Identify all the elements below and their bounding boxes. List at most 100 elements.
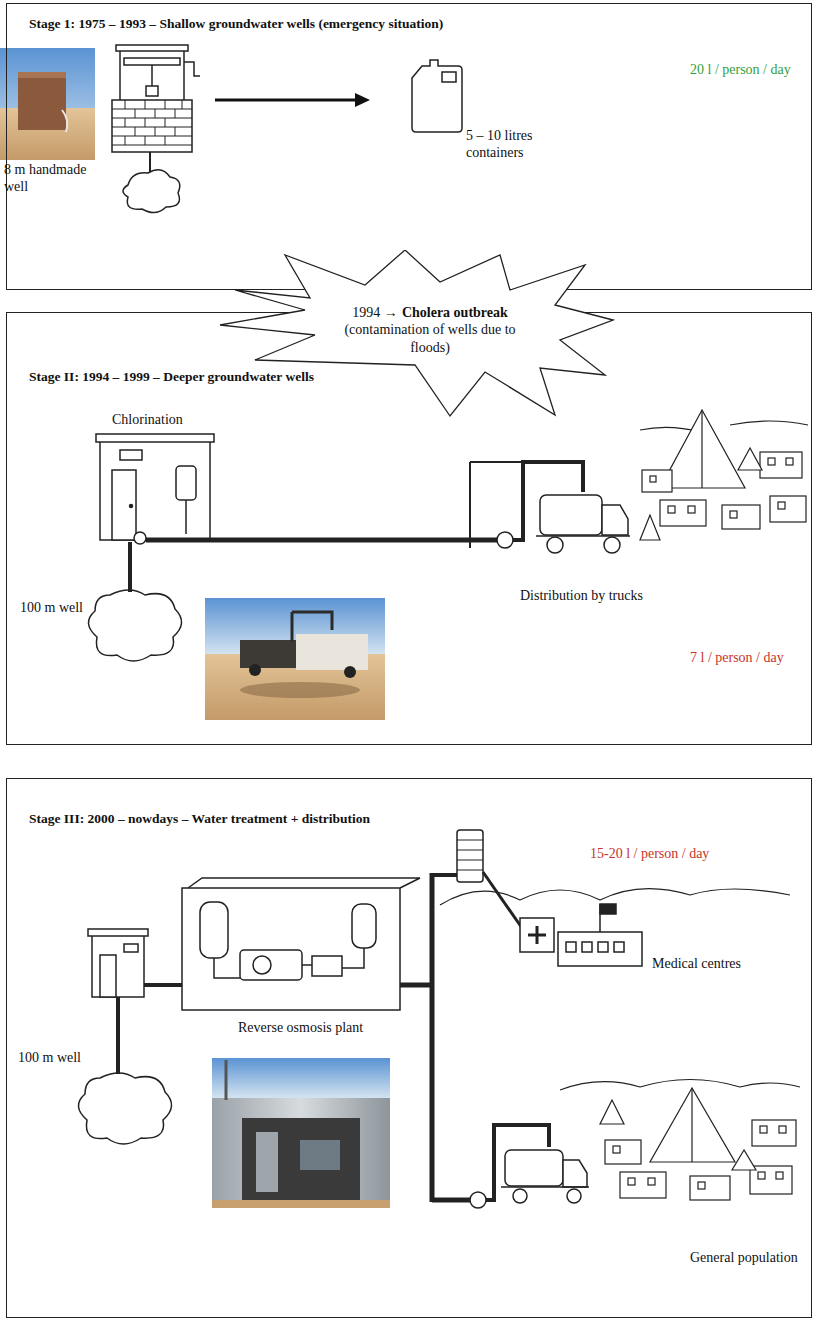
camp-village xyxy=(786,458,793,465)
reverse-osmosis-plant xyxy=(200,902,228,958)
camp-village xyxy=(668,506,675,513)
camp-village xyxy=(760,1126,767,1133)
well-drawing xyxy=(184,62,200,76)
reverse-osmosis-plant xyxy=(312,956,342,976)
camp-village xyxy=(640,421,808,432)
deep-well xyxy=(78,1073,171,1144)
water-rate: 7 l / person / day xyxy=(690,650,784,667)
hills xyxy=(440,889,790,905)
chlorination-building xyxy=(112,470,136,540)
distribution-pipe xyxy=(457,830,483,882)
deep-well xyxy=(78,985,182,1144)
camp-village xyxy=(642,470,672,492)
camp-village xyxy=(660,410,745,488)
camp-village xyxy=(778,502,785,509)
water-truck xyxy=(536,495,630,553)
stage-title: Stage 1: 1975 – 1993 – Shallow groundwat… xyxy=(29,16,789,32)
well-drawing xyxy=(149,152,151,172)
distribution-pipe xyxy=(400,983,432,988)
medical-centre xyxy=(582,942,592,952)
event-name: Cholera outbreak xyxy=(402,305,508,320)
text-label: 8 m handmade well xyxy=(4,162,104,196)
water-truck xyxy=(501,1186,589,1188)
water-rate: 15-20 l / person / day xyxy=(590,846,709,863)
reverse-osmosis-plant xyxy=(182,878,420,1010)
hills xyxy=(440,889,800,1090)
camp-village xyxy=(690,1176,730,1200)
camp-village xyxy=(730,511,737,518)
well-house xyxy=(124,944,138,952)
plant-photo xyxy=(242,1118,360,1204)
camp-village xyxy=(688,506,695,513)
camp-village xyxy=(698,1182,705,1189)
medical-centre xyxy=(558,932,642,966)
chlorination-building xyxy=(120,450,142,460)
camp-village xyxy=(600,1088,796,1200)
pipe xyxy=(497,532,513,548)
well-house xyxy=(88,929,148,936)
starburst-text: 1994 →Cholera outbreak(contamination of … xyxy=(332,304,528,357)
well-drawing xyxy=(125,100,182,145)
truck-photo xyxy=(240,682,360,698)
medical-centre xyxy=(520,918,554,952)
chlorination-building xyxy=(185,500,187,534)
starburst-headline: 1994 →Cholera outbreak xyxy=(332,304,528,322)
well-drawing xyxy=(116,45,188,51)
pipe xyxy=(146,462,583,548)
well-drawing xyxy=(112,109,192,145)
text-label: General population xyxy=(690,1250,798,1267)
desert-photo xyxy=(18,72,66,78)
distribution-pipe xyxy=(432,1198,470,1203)
text-label: 100 m well xyxy=(20,600,83,617)
camp-village xyxy=(691,1088,692,1162)
reverse-osmosis-plant xyxy=(240,950,302,980)
well-house xyxy=(92,935,144,997)
chlorination-building xyxy=(96,434,214,544)
reverse-osmosis-plant xyxy=(214,948,364,978)
camp-village xyxy=(628,1178,635,1185)
water-truck xyxy=(547,537,563,553)
desert-photo xyxy=(62,110,67,132)
truck-photo xyxy=(344,666,356,678)
camp-village xyxy=(600,1100,624,1124)
well-drawing xyxy=(146,86,158,96)
text-label: Medical centres xyxy=(652,956,741,973)
distribution-pipe xyxy=(483,872,522,928)
medical-centre xyxy=(598,942,608,952)
reverse-osmosis-plant xyxy=(182,888,400,1010)
stage-box: Stage 1: 1975 – 1993 – Shallow groundwat… xyxy=(6,3,812,290)
truck-photo xyxy=(240,640,298,668)
truck-photo xyxy=(249,664,261,676)
camp-village xyxy=(760,452,802,478)
medical-centre xyxy=(614,942,624,952)
reverse-osmosis-plant xyxy=(253,956,271,974)
camp-village xyxy=(779,1126,786,1133)
text-label: 5 – 10 litres containers xyxy=(466,128,558,162)
water-truck xyxy=(486,1125,589,1203)
cholera-starburst: 1994 →Cholera outbreak(contamination of … xyxy=(215,250,615,420)
stage-title: Stage III: 2000 – nowdays – Water treatm… xyxy=(29,811,789,827)
camp-village xyxy=(620,1172,666,1198)
stage-title: Stage II: 1994 – 1999 – Deeper groundwat… xyxy=(29,369,789,385)
deep-well xyxy=(88,542,181,661)
desert-photo xyxy=(0,48,95,160)
water-truck xyxy=(513,1189,527,1203)
deep-well xyxy=(144,983,182,987)
distribution-pipe xyxy=(457,840,483,870)
deep-well xyxy=(88,590,181,661)
deep-well xyxy=(116,997,120,1074)
stage-box: Stage II: 1994 – 1999 – Deeper groundwat… xyxy=(6,312,812,745)
water-rate: 20 l / person / day xyxy=(690,62,791,79)
event-note: (contamination of wells due to floods) xyxy=(332,321,528,356)
camp-village xyxy=(605,1140,641,1164)
well-drawing xyxy=(112,45,200,213)
flow-arrow xyxy=(215,99,355,102)
deep-well xyxy=(128,542,132,592)
text-label: 100 m well xyxy=(18,1050,81,1067)
camp-village xyxy=(640,410,808,540)
flow-arrow xyxy=(215,93,370,107)
water-truck xyxy=(604,537,620,553)
jerrycan xyxy=(412,60,462,132)
camp-village xyxy=(752,1120,796,1146)
